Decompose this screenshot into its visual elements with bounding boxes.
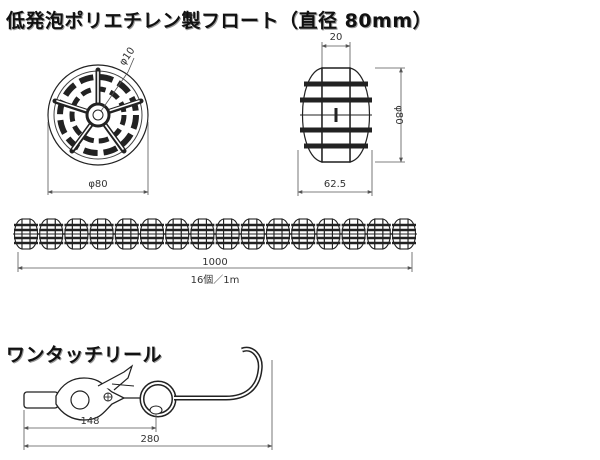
line-spacing-label: 16個／1m — [191, 273, 240, 286]
float-bead — [63, 218, 90, 250]
float-side-view: 20 φ80 62.5 — [297, 32, 405, 196]
float-bead — [239, 218, 266, 250]
line-length-label: 1000 — [202, 257, 227, 268]
float-bead — [189, 218, 216, 250]
title-reel: ワンタッチリール — [6, 344, 163, 366]
hole-diameter-label: φ10 — [117, 46, 137, 68]
float-bead — [139, 218, 165, 250]
float-bead — [13, 218, 39, 250]
float-front-view: φ10 φ80 — [47, 46, 149, 195]
side-diameter-label: φ80 — [393, 105, 404, 124]
float-line — [13, 218, 417, 250]
reel-total-dimension: 280 — [140, 434, 159, 445]
float-bead — [290, 218, 317, 250]
float-bead — [214, 218, 241, 250]
float-bead — [164, 218, 191, 250]
float-bead — [113, 218, 140, 250]
float-bead — [340, 218, 367, 250]
title-float: 低発泡ポリエチレン製フロート（直径 80mm） — [6, 10, 433, 32]
front-diameter-label: φ80 — [88, 179, 107, 190]
side-length-label: 62.5 — [324, 179, 346, 190]
float-bead — [315, 218, 342, 250]
float-bead — [391, 218, 417, 250]
float-bead — [88, 218, 115, 250]
float-bead — [265, 218, 291, 250]
reel-drawing: 148 280 — [23, 346, 273, 450]
side-width-label: 20 — [330, 32, 343, 43]
float-bead — [365, 218, 392, 250]
float-bead — [38, 218, 65, 250]
reel-short-dimension: 148 — [80, 416, 99, 427]
